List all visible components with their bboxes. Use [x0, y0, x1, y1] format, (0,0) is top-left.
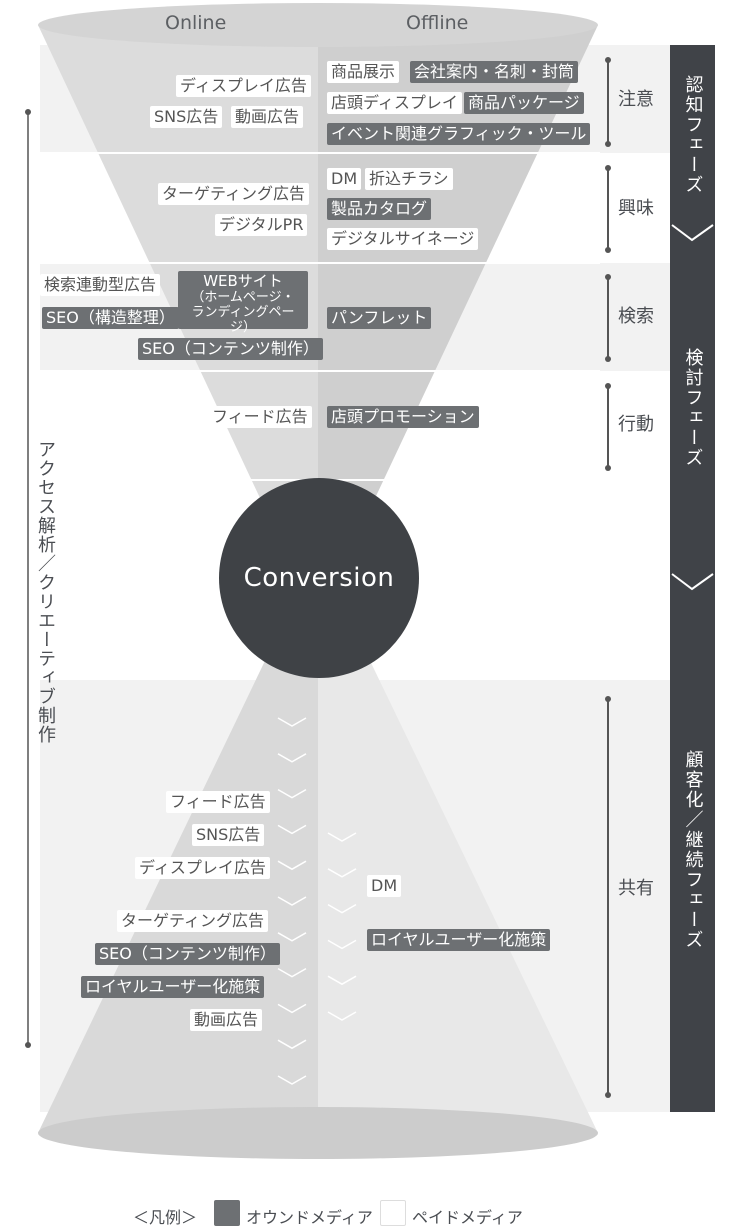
- funnel-bottom-rim: [38, 1107, 598, 1159]
- funnel-top-rim: [38, 3, 598, 47]
- chevron-down-icon: [277, 753, 307, 763]
- tag-share-feed-ads: フィード広告: [166, 791, 270, 813]
- bracket-attention-dot-top: [605, 57, 611, 63]
- chevron-down-icon: [277, 896, 307, 906]
- chevron-down-icon: [327, 903, 357, 914]
- stage-label-share: 共有: [618, 878, 654, 899]
- chevron-down-icon: [277, 967, 307, 978]
- phase-label-retention: 顧客化／継続フェーズ: [682, 750, 704, 950]
- chevron-down-icon: [327, 1011, 357, 1021]
- tag-seo-content: SEO（コンテンツ制作）: [138, 338, 323, 360]
- tag-event-graphics: イベント関連グラフィック・ツール: [327, 123, 591, 145]
- chevron-down-icon: [277, 1003, 307, 1014]
- tag-store-promotion: 店頭プロモーション: [327, 406, 479, 428]
- bracket-action: [607, 386, 609, 468]
- website-title: WEBサイト: [203, 272, 283, 290]
- side-range-dot-bottom: [25, 1042, 31, 1048]
- legend-owned-swatch: [214, 1200, 240, 1226]
- tag-feed-ads: フィード広告: [208, 406, 312, 428]
- tag-product-package: 商品パッケージ: [464, 92, 584, 114]
- stage-label-action: 行動: [618, 414, 654, 435]
- bracket-action-dot-top: [605, 383, 611, 389]
- tag-share-dm: DM: [367, 875, 402, 897]
- chevron-down-icon: [277, 717, 307, 727]
- legend-title: ＜凡例＞: [133, 1208, 198, 1227]
- bracket-share: [607, 699, 609, 1095]
- tag-digital-pr: デジタルPR: [215, 214, 308, 236]
- bracket-share-dot-top: [605, 696, 611, 702]
- phase-label-consideration: 検討フェーズ: [682, 347, 704, 468]
- tag-share-loyalty-offline: ロイヤルユーザー化施策: [367, 929, 551, 951]
- tag-pamphlet: パンフレット: [327, 307, 432, 329]
- bracket-search-dot-bottom: [605, 356, 611, 362]
- tag-search-ads: 検索連動型広告: [40, 274, 161, 296]
- tag-share-video-ads: 動画広告: [190, 1009, 263, 1031]
- tag-share-display-ads: ディスプレイ広告: [135, 857, 270, 879]
- tag-share-targeting-ads: ターゲティング広告: [117, 910, 269, 932]
- column-heading-offline: Offline: [406, 12, 469, 34]
- bracket-attention: [607, 60, 609, 144]
- bracket-interest: [607, 168, 609, 250]
- funnel-top-offline: [318, 25, 598, 530]
- bracket-interest-dot-top: [605, 165, 611, 171]
- legend-paid-label: ペイドメディア: [412, 1208, 523, 1227]
- chevron-group: [277, 717, 357, 1085]
- side-range-dot-top: [25, 109, 31, 115]
- chevron-down-icon: [277, 1075, 307, 1085]
- funnel-bottom-offline: [318, 640, 598, 1133]
- chevron-down-icon: [671, 224, 714, 242]
- tag-flyer: 折込チラシ: [365, 168, 453, 190]
- legend-owned-label: オウンドメディア: [246, 1208, 373, 1227]
- bracket-action-dot-bottom: [605, 465, 611, 471]
- tag-share-loyalty: ロイヤルユーザー化施策: [81, 976, 265, 998]
- bracket-interest-dot-bottom: [605, 247, 611, 253]
- chevron-down-icon: [277, 788, 307, 799]
- stage-label-interest: 興味: [618, 198, 654, 219]
- chevron-down-icon: [277, 824, 307, 835]
- tag-targeting-ads: ターゲティング広告: [158, 183, 310, 205]
- tag-company-materials: 会社案内・名刺・封筒: [410, 61, 579, 83]
- side-label: アクセス解析／クリエーティブ制作: [35, 440, 56, 744]
- bracket-search-dot-top: [605, 274, 611, 280]
- chevron-down-icon: [327, 832, 357, 842]
- tag-display-ads: ディスプレイ広告: [176, 75, 311, 97]
- conversion-circle: Conversion: [219, 478, 419, 678]
- chevron-down-icon: [327, 939, 357, 950]
- tag-share-sns-ads: SNS広告: [192, 824, 265, 846]
- tag-digital-signage: デジタルサイネージ: [327, 228, 479, 250]
- tag-website: WEBサイト （ホームページ・ ランディングページ）: [178, 271, 308, 335]
- chevron-down-icon: [327, 868, 357, 878]
- stage-label-attention: 注意: [618, 89, 654, 110]
- chevron-down-icon: [327, 975, 357, 986]
- tag-dm: DM: [327, 168, 362, 190]
- website-line2: ランディングページ）: [191, 305, 295, 335]
- chevron-down-icon: [671, 573, 714, 591]
- phase-dividers: [671, 224, 714, 591]
- tag-sns-ads: SNS広告: [150, 106, 223, 128]
- tag-video-ads: 動画広告: [231, 106, 304, 128]
- tag-product-catalog: 製品カタログ: [327, 198, 432, 220]
- stage-label-search: 検索: [618, 306, 654, 327]
- chevron-down-icon: [277, 1039, 307, 1050]
- bracket-attention-dot-bottom: [605, 141, 611, 147]
- side-range-line: [25, 109, 31, 1048]
- website-line1: （ホームページ・: [191, 290, 295, 305]
- tag-store-display: 店頭ディスプレイ: [327, 92, 462, 114]
- chevron-down-icon: [277, 860, 307, 871]
- bracket-search: [607, 277, 609, 359]
- column-heading-online: Online: [165, 12, 227, 34]
- funnel-bottom-online: [38, 640, 318, 1133]
- legend-paid-swatch: [380, 1200, 406, 1226]
- phase-label-awareness: 認知フェーズ: [682, 75, 704, 195]
- bracket-share-dot-bottom: [605, 1092, 611, 1098]
- chevron-down-icon: [277, 932, 307, 942]
- tag-share-seo-content: SEO（コンテンツ制作）: [95, 943, 280, 965]
- tag-seo-structure: SEO（構造整理）: [42, 307, 179, 329]
- tag-product-display: 商品展示: [327, 61, 400, 83]
